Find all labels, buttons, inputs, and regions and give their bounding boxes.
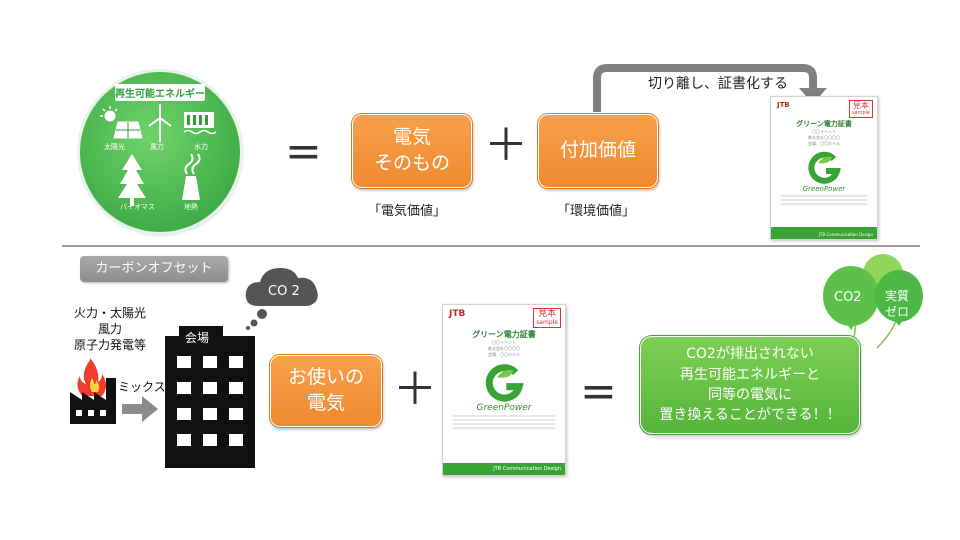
cert-title-top: グリーン電力証書 <box>796 120 852 128</box>
mix-arrow <box>122 396 158 422</box>
cert-footer-bottom: JTB Communication Design <box>493 466 561 472</box>
fuel-source-line1: 火力・太陽光 <box>73 306 146 320</box>
balloon-zero-line1: 実質 <box>885 289 910 303</box>
fuel-source-line2: 風力 <box>97 322 122 336</box>
caption-electricity-value: 「電気価値」 <box>368 204 447 219</box>
cert-company-bottom: 株式会社〇〇〇〇 <box>488 346 520 351</box>
result-line1: CO2が排出されない <box>686 346 814 363</box>
cert-footer-bar-bottom <box>443 463 565 475</box>
fuel-source-line3: 原子力発電等 <box>73 338 146 352</box>
source-label-biomass: バイオマス <box>120 203 155 211</box>
section-divider <box>62 245 920 247</box>
solar-icon <box>100 106 143 139</box>
hydro-icon <box>183 112 217 135</box>
renewable-icons <box>100 104 217 206</box>
factory-fire-icon <box>70 358 116 424</box>
cert-line <box>453 415 555 417</box>
arrow-label: 切り離し、証書化する <box>648 76 788 92</box>
geothermal-icon <box>182 153 201 200</box>
green-power-logo-icon <box>485 364 524 402</box>
cert-line <box>453 427 555 429</box>
cert-line <box>781 199 867 201</box>
cert-line <box>781 195 867 197</box>
certificate-top: JTB 見本 sample グリーン電力証書 〇〇イベント 株式会社〇〇〇〇 会… <box>770 96 878 240</box>
carbon-offset-label: カーボンオフセット <box>80 256 228 282</box>
cert-logo-bottom: JTB <box>449 309 466 319</box>
source-label-hydro: 水力 <box>194 143 208 151</box>
green-power-logo-icon <box>808 151 841 184</box>
box-added-value-label: 付加価値 <box>559 139 636 162</box>
cert-title-bottom: グリーン電力証書 <box>472 330 536 339</box>
cert-footer-top: JTB Communication Design <box>818 232 873 237</box>
cert-stamp-top: 見本 sample <box>848 100 873 119</box>
balloon-co2-label: CO2 <box>834 290 862 305</box>
source-label-geothermal: 地熱 <box>184 203 198 211</box>
co2-cloud-label: CO 2 <box>268 284 300 299</box>
co2-cloud-icon <box>245 268 318 330</box>
cert-hotel-bottom: 会場：〇〇ホテル <box>488 352 520 357</box>
mix-label: ミックス <box>118 380 166 394</box>
box-electricity-line1: 電気 <box>392 126 431 149</box>
box-added-value: 付加価値 <box>537 113 659 189</box>
cert-stamp-bottom: 見本 sample <box>533 308 561 329</box>
result-line2: 再生可能エネルギーと <box>680 366 820 383</box>
venue-label: 会場 <box>185 331 210 345</box>
balloon-zero-line2: ゼロ <box>885 305 910 319</box>
box-your-electricity: お使いの 電気 <box>269 354 383 428</box>
box-electricity-itself: 電気 そのもの <box>351 113 473 189</box>
wind-icon <box>148 104 172 142</box>
cert-company-top: 株式会社〇〇〇〇 <box>808 135 840 140</box>
stamp-text: 見本 <box>852 101 869 110</box>
equals-sign-top: = <box>285 126 322 177</box>
stamp-text: 見本 <box>538 309 557 319</box>
result-line3: 同等の電気に <box>708 387 792 403</box>
equals-sign-bottom: = <box>580 366 617 417</box>
source-label-wind: 風力 <box>150 143 164 151</box>
plus-sign-bottom: ＋ <box>393 364 437 415</box>
cert-line <box>453 423 555 425</box>
source-label-solar: 太陽光 <box>104 143 125 151</box>
balloons-icon <box>823 254 923 351</box>
stamp-sample: sample <box>851 109 870 116</box>
caption-environmental-value: 「環境価値」 <box>557 204 636 219</box>
venue-building-icon <box>165 326 255 468</box>
cert-event-top: 〇〇イベント <box>812 129 836 134</box>
cert-line <box>453 419 555 421</box>
certificate-bottom: JTB 見本 sample グリーン電力証書 〇〇イベント 株式会社〇〇〇〇 会… <box>442 304 566 476</box>
cert-footer-bar-top <box>771 227 877 239</box>
cert-brand-top: GreenPower <box>802 185 846 193</box>
plus-sign-top: ＋ <box>484 120 528 171</box>
stamp-sample: sample <box>536 318 558 326</box>
biomass-icon <box>118 154 146 206</box>
cert-logo-top: JTB <box>777 101 790 109</box>
cert-brand-bottom: GreenPower <box>476 403 532 413</box>
result-line4: 置き換えることができる！！ <box>659 407 841 424</box>
result-box: CO2が排出されない 再生可能エネルギーと 同等の電気に 置き換えることができる… <box>639 335 861 435</box>
renewable-label: 再生可能エネルギー <box>115 84 205 101</box>
renewable-energy-circle: 再生可能エネルギー <box>80 72 240 232</box>
cert-line <box>781 203 867 205</box>
box-usage-line1: お使いの <box>287 366 364 389</box>
cert-event-bottom: 〇〇イベント <box>492 340 516 345</box>
box-usage-line2: 電気 <box>306 392 345 414</box>
cert-hotel-top: 会場：〇〇ホテル <box>808 141 840 146</box>
box-electricity-line2: そのもの <box>373 152 450 174</box>
